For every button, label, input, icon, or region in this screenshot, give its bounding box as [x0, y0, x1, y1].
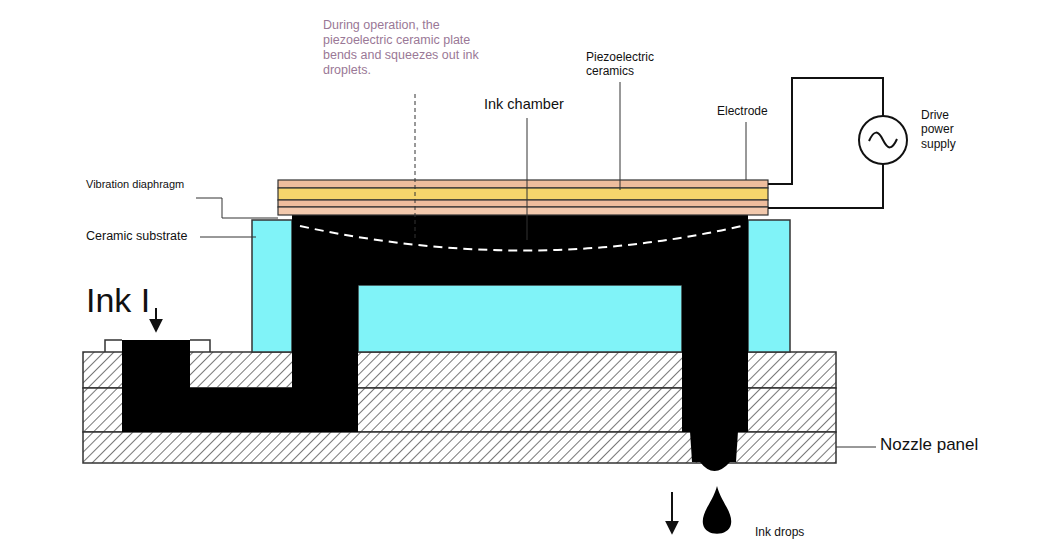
part-label: Ink drops — [755, 525, 804, 539]
part-label: Ceramic substrate — [86, 229, 187, 244]
part-label: Electrode — [717, 104, 768, 118]
ink-inlet-rim — [105, 340, 210, 352]
part-label: Drive power supply — [921, 108, 977, 151]
inlet-label: Ink I — [86, 280, 150, 321]
part-label: Vibration diaphragm — [86, 178, 184, 191]
leader-lines — [196, 82, 876, 447]
ink-channel — [122, 214, 748, 462]
drop-direction-arrow — [671, 492, 673, 532]
part-label: Nozzle panel — [880, 435, 978, 455]
note-text: During operation, the piezoelectric cera… — [323, 18, 501, 78]
piezo-stack — [278, 180, 768, 215]
ink-drop — [703, 486, 731, 534]
part-label: Ink chamber — [484, 96, 564, 113]
ink-meniscus — [700, 462, 730, 471]
bent-plate-outline — [300, 226, 742, 251]
part-label: Piezoelectric ceramics — [586, 50, 682, 79]
power-supply-symbol — [859, 116, 907, 164]
ink-in-arrow — [155, 308, 157, 330]
ac-wave-symbol — [869, 133, 897, 148]
